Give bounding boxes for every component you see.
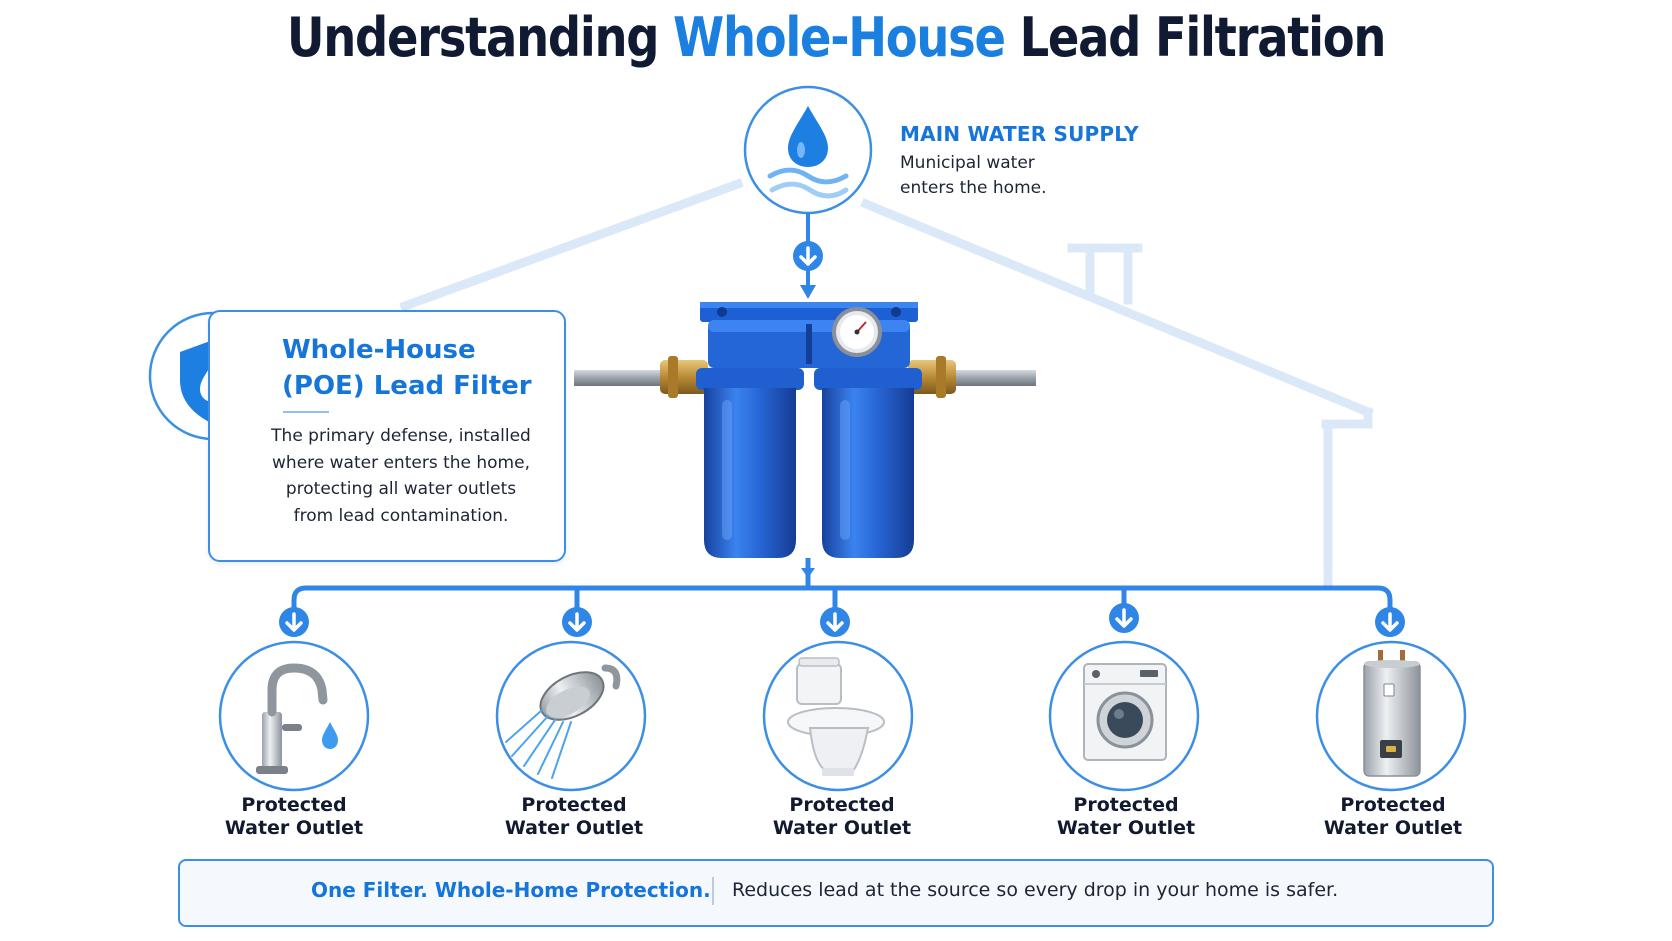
title-highlight: Whole-House: [673, 6, 1006, 69]
outlet-label-line: Protected: [789, 794, 895, 816]
filter-card-description: The primary defense, installed where wat…: [256, 423, 546, 529]
water-heater-icon: [1363, 650, 1421, 777]
distribution-pipes: [291, 558, 1393, 612]
outlet-label-faucet: Protected Water Outlet: [194, 794, 394, 840]
banner-text: Reduces lead at the source so every drop…: [732, 879, 1339, 901]
water-drop-waves-icon: [743, 85, 873, 215]
supply-description: Municipal water enters the home.: [900, 151, 1047, 201]
outlet-label-line: Water Outlet: [504, 817, 644, 839]
supply-desc-line: enters the home.: [900, 178, 1047, 198]
filter-card-desc-line: where water enters the home,: [272, 452, 530, 473]
filter-card-desc-line: The primary defense, installed: [271, 426, 531, 446]
whole-house-filter-unit: [696, 302, 922, 558]
outlet-label-line: Protected: [241, 794, 347, 816]
house-outline: [399, 178, 1374, 587]
outlet-label-shower: Protected Water Outlet: [474, 794, 674, 840]
outlet-label-line: Water Outlet: [1056, 817, 1196, 839]
supply-desc-line: Municipal water: [900, 153, 1035, 173]
filter-card-desc-line: protecting all water outlets: [285, 479, 517, 499]
title-part1: Understanding: [286, 6, 674, 69]
outlet-label-line: Protected: [1340, 794, 1446, 816]
filter-card-desc-line: from lead contamination.: [293, 505, 509, 526]
outlet-label-line: Water Outlet: [224, 817, 364, 839]
banner-headline: One Filter. Whole-Home Protection.: [311, 878, 711, 902]
outlet-label-water-heater: Protected Water Outlet: [1293, 794, 1493, 840]
outlet-label-line: Protected: [521, 794, 627, 816]
down-arrow-markers: [279, 568, 1405, 637]
shower-head-icon: [505, 664, 621, 779]
supply-title: MAIN WATER SUPPLY: [900, 122, 1139, 146]
filter-card-divider: [283, 411, 329, 413]
filter-info-card: [208, 310, 566, 562]
inline-pipes: [574, 356, 1036, 398]
faucet-icon: [256, 663, 338, 774]
filter-card-title-line: Whole-House: [282, 335, 476, 365]
outlet-label-line: Water Outlet: [1323, 817, 1463, 839]
toilet-icon: [787, 657, 885, 776]
outlet-label-toilet: Protected Water Outlet: [742, 794, 942, 840]
title-part2: Lead Filtration: [1004, 6, 1387, 69]
banner-separator: [712, 877, 714, 905]
supply-pipe: [793, 213, 823, 299]
filter-card-title: Whole-House (POE) Lead Filter: [282, 332, 532, 404]
outlet-label-washer: Protected Water Outlet: [1026, 794, 1226, 840]
outlet-label-line: Protected: [1073, 794, 1179, 816]
washing-machine-icon: [1083, 663, 1167, 761]
page-title: Understanding Whole-House Lead Filtratio…: [117, 6, 1555, 69]
summary-banner: [178, 859, 1494, 927]
filter-card-title-line: (POE) Lead Filter: [282, 371, 532, 401]
outlet-label-line: Water Outlet: [772, 817, 912, 839]
